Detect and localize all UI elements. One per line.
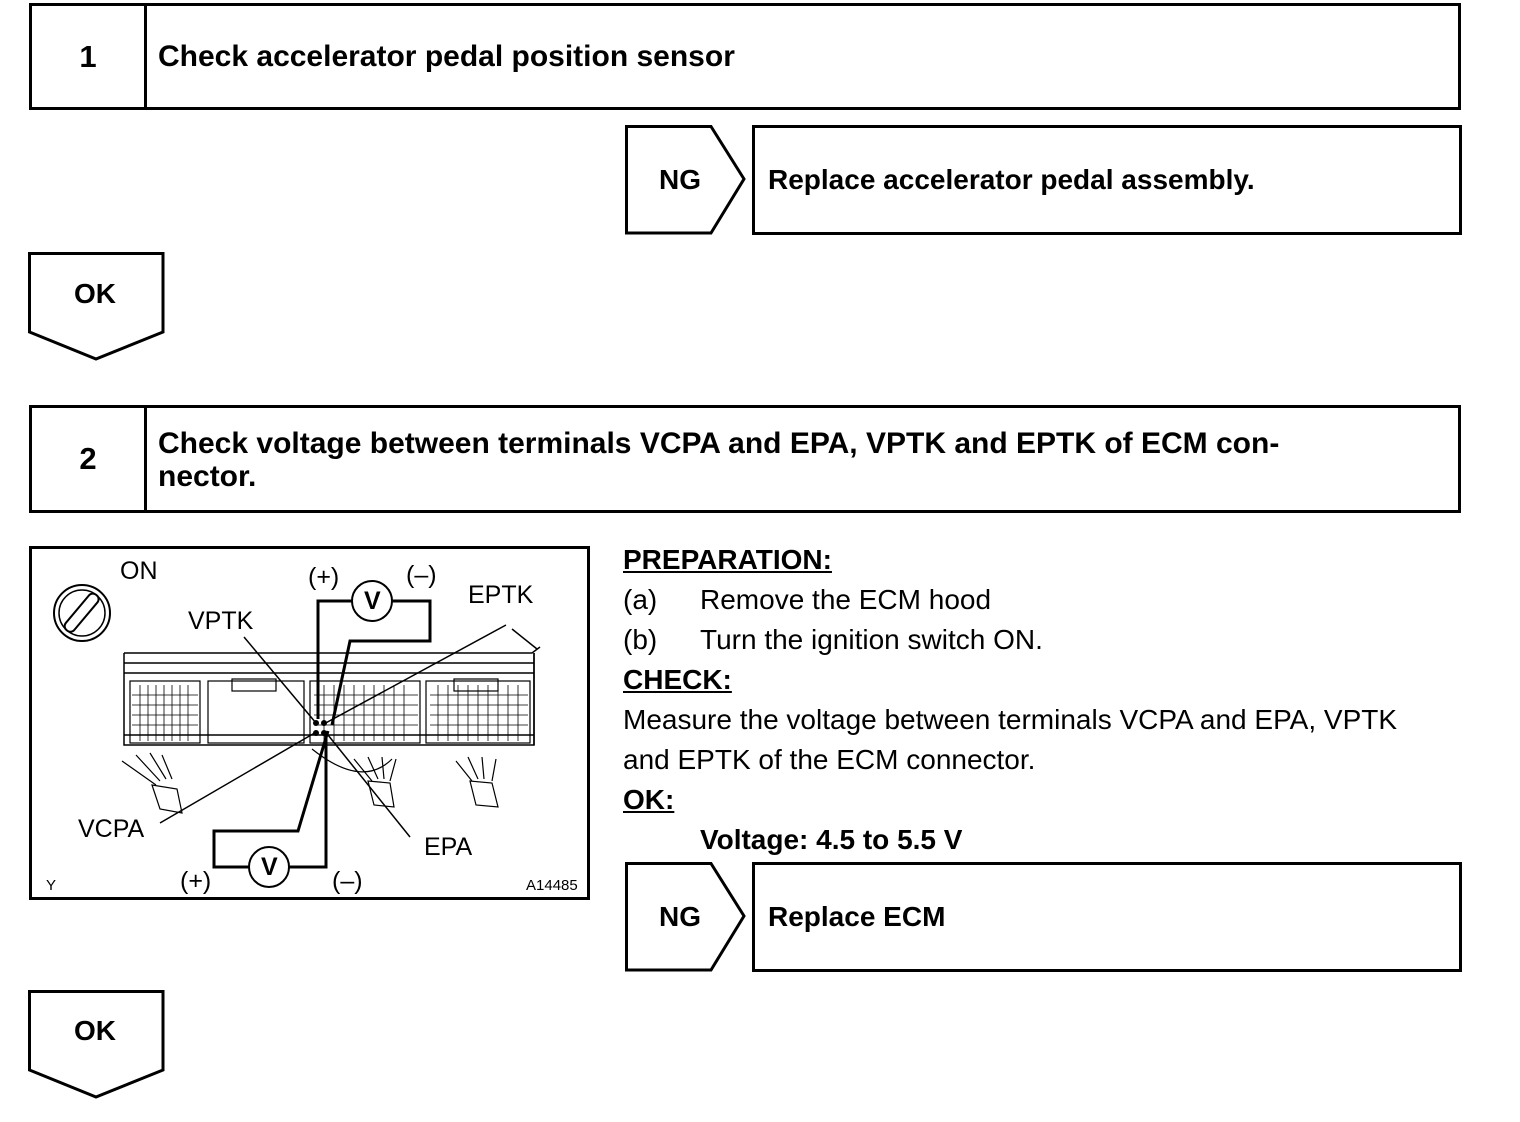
- prep-a-text: Remove the ECM hood: [700, 584, 992, 615]
- check-line2: and EPTK of the ECM connector.: [623, 744, 1036, 775]
- corner-code: Y: [46, 877, 57, 894]
- ok-heading: OK:: [623, 784, 675, 815]
- step-1-ng-action-box: Replace accelerator pedal assembly.: [752, 125, 1462, 235]
- label-vcpa: VCPA: [78, 815, 145, 843]
- check-heading: CHECK:: [623, 664, 732, 695]
- ecm-connector-diagram: ON (+) (–) EPTK VPTK VCPA EPA (+) (–) V …: [29, 546, 590, 900]
- label-epa: EPA: [424, 833, 473, 861]
- step-1-title: Check accelerator pedal position sensor: [158, 40, 735, 73]
- step-2-ng-label: NG: [659, 901, 701, 932]
- preparation-heading: PREPARATION:: [623, 544, 832, 575]
- step-2-title: Check voltage between terminals VCPA and…: [158, 427, 1418, 493]
- figure-id: A14485: [526, 877, 578, 894]
- step-2-title-line2: nector.: [158, 460, 257, 493]
- meter-bottom-label: V: [261, 853, 278, 881]
- step-2-ng-action-box: Replace ECM: [752, 862, 1462, 972]
- step-1-ng-label: NG: [659, 164, 701, 195]
- prep-b-text: Turn the ignition switch ON.: [700, 624, 1043, 655]
- voltage-spec: Voltage: 4.5 to 5.5 V: [700, 824, 963, 855]
- step-2-title-line1: Check voltage between terminals VCPA and…: [158, 427, 1280, 460]
- step-2-ok-label: OK: [74, 1015, 116, 1046]
- label-minus-top: (–): [406, 561, 437, 589]
- check-line1: Measure the voltage between terminals VC…: [623, 704, 1398, 735]
- prep-b-marker: (b): [623, 624, 658, 655]
- voltmeter-top: [351, 580, 393, 622]
- step-2-box: 2 Check voltage between terminals VCPA a…: [29, 405, 1461, 513]
- label-vptk: VPTK: [188, 607, 254, 635]
- voltmeter-bottom: [248, 846, 290, 888]
- step-2-number: 2: [32, 408, 147, 510]
- terminal-pins: [313, 720, 327, 736]
- step-2-ng-tag: [625, 862, 746, 972]
- label-plus-bottom: (+): [180, 867, 212, 895]
- step-1-ng-action: Replace accelerator pedal assembly.: [768, 164, 1255, 195]
- step-1-ok-tag: [28, 252, 165, 361]
- label-eptk: EPTK: [468, 581, 534, 609]
- prep-a-marker: (a): [623, 584, 658, 615]
- step-1-number: 1: [32, 6, 147, 107]
- step-2-ng-action: Replace ECM: [768, 901, 946, 932]
- step-1-ok-label: OK: [74, 278, 116, 309]
- step-1-ng-tag: [625, 125, 746, 235]
- label-plus-top: (+): [308, 563, 340, 591]
- connector-blocks: [129, 678, 531, 744]
- wire-harnesses: [121, 748, 499, 814]
- ecm-connector-illustration: [53, 580, 541, 888]
- leader-lines: [159, 624, 507, 838]
- step-1-box: 1 Check accelerator pedal position senso…: [29, 3, 1461, 110]
- label-minus-bottom: (–): [332, 867, 363, 895]
- ignition-key-icon: [53, 584, 111, 642]
- meter-top-label: V: [364, 587, 381, 615]
- step-2-ok-tag: [28, 990, 165, 1099]
- label-on: ON: [120, 557, 158, 585]
- probe-wires: [212, 599, 432, 869]
- connector-pin-grid: [132, 685, 528, 741]
